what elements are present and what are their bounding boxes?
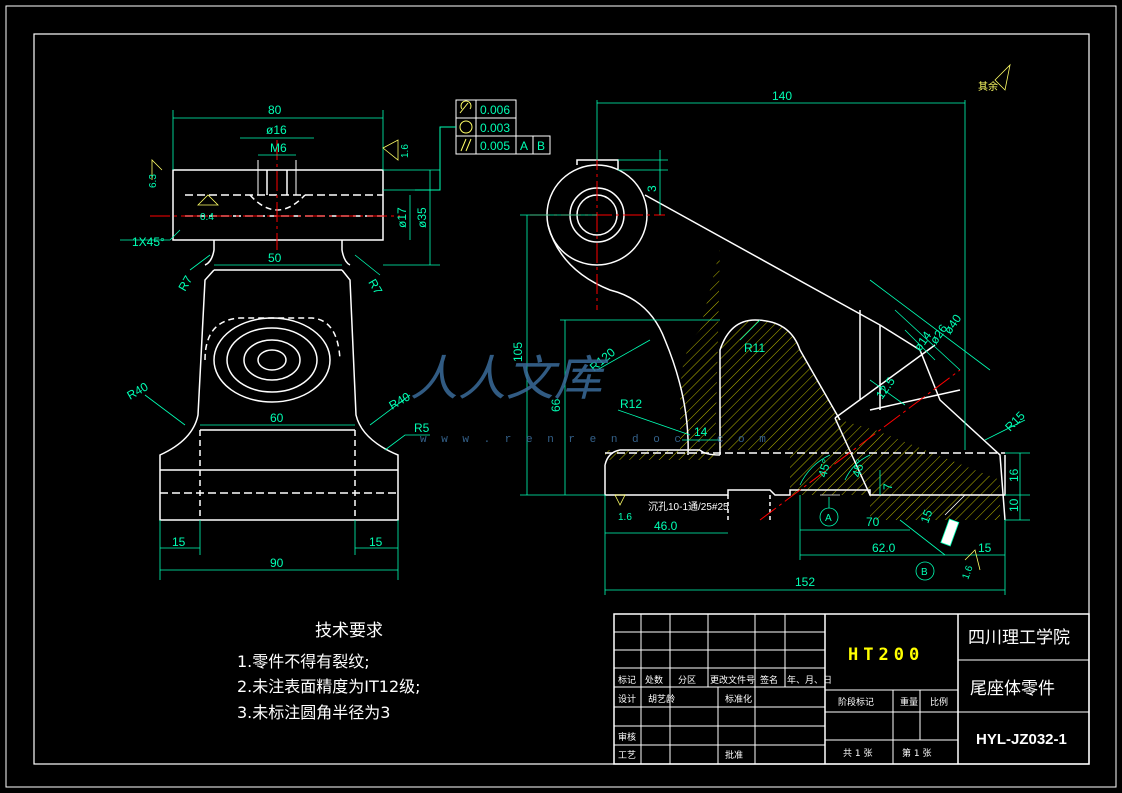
weight-label: 重量 xyxy=(900,696,918,708)
tol-value-3: 0.005 xyxy=(480,139,510,153)
dim-r7-right: R7 xyxy=(365,277,385,298)
requirement-1: 1.零件不得有裂纹; xyxy=(237,652,370,671)
roughness-6-3: 6.3 xyxy=(148,174,159,188)
front-dimension-lines xyxy=(120,110,440,580)
header-mark: 标记 xyxy=(618,674,636,686)
dim-62: 62.0 xyxy=(872,541,896,555)
front-view xyxy=(159,160,399,521)
dim-15-side: 15 xyxy=(978,541,992,555)
header-change-doc: 更改文件号 xyxy=(710,674,755,686)
roundness-icon xyxy=(459,120,473,134)
title-block-texts: HT200 四川理工学院 尾座体零件 HYL-JZ032-1 标记 处数 分区 … xyxy=(618,628,1070,761)
dim-14: 14 xyxy=(694,425,708,439)
dim-15-angled: 15 xyxy=(918,507,936,525)
datum-a-label: A xyxy=(825,513,832,524)
dim-152: 152 xyxy=(795,575,815,589)
dim-70: 70 xyxy=(866,515,880,529)
scale-label: 比例 xyxy=(930,696,948,708)
tol-value-1: 0.006 xyxy=(480,103,510,117)
dim-r7-left: R7 xyxy=(175,273,195,294)
dim-3: 3 xyxy=(645,185,659,192)
tol-datum-b: B xyxy=(537,139,545,153)
dim-105: 105 xyxy=(511,342,525,362)
roughness-1-6-front: 1.6 xyxy=(400,144,411,158)
roughness-1-6-bottom: 1.6 xyxy=(618,512,632,523)
tolerance-frame xyxy=(415,99,551,191)
dim-chamfer: 1X45° xyxy=(132,235,165,249)
datum-b-icon xyxy=(915,561,935,581)
parallelism-icon xyxy=(460,138,472,152)
dim-16: 16 xyxy=(1007,468,1021,482)
designer-name: 胡艺龄 xyxy=(648,693,675,705)
part-name: 尾座体零件 xyxy=(970,679,1055,699)
header-sign: 签名 xyxy=(760,674,778,686)
dim-15-right: 15 xyxy=(369,535,383,549)
roughness-0-4: 0.4 xyxy=(200,212,214,223)
header-zone: 分区 xyxy=(678,675,696,686)
dim-10: 10 xyxy=(1007,498,1021,512)
dim-66: 66 xyxy=(549,398,563,412)
datum-b-label: B xyxy=(921,567,928,578)
dim-140: 140 xyxy=(772,89,792,103)
dim-60: 60 xyxy=(270,411,284,425)
technical-requirements: 技术要求 1.零件不得有裂纹; 2.未注表面精度为IT12级; 3.未标注圆角半… xyxy=(237,621,421,722)
watermark-url: w w w . r e n r e n d o c . c o m xyxy=(420,434,770,446)
requirement-2: 2.未注表面精度为IT12级; xyxy=(237,677,421,696)
tol-value-2: 0.003 xyxy=(480,121,510,135)
drawing-number: HYL-JZ032-1 xyxy=(976,731,1067,748)
requirement-3: 3.未标注圆角半径为3 xyxy=(237,703,390,722)
header-count: 处数 xyxy=(645,674,663,686)
sheet-number: 第 1 张 xyxy=(902,747,931,759)
dim-r5: R5 xyxy=(414,421,430,435)
title-block xyxy=(613,613,1090,765)
inner-border xyxy=(33,33,1090,765)
sheets-total: 共 1 张 xyxy=(843,748,872,759)
watermark-logo: 人人文库 xyxy=(410,351,609,407)
outer-border xyxy=(5,5,1117,788)
front-center-lines xyxy=(150,140,400,250)
header-date: 年、月、日 xyxy=(787,674,832,686)
dim-7: 7 xyxy=(881,483,895,490)
dim-15-left: 15 xyxy=(172,535,186,549)
dim-90: 90 xyxy=(270,556,284,570)
dim-r11: R11 xyxy=(744,341,765,355)
counterbore-note: 沉孔10-1通/25#25 xyxy=(648,500,729,513)
school-name: 四川理工学院 xyxy=(968,628,1070,648)
std-label: 标准化 xyxy=(725,693,752,705)
row-design: 设计 xyxy=(618,693,636,705)
material-label: HT200 xyxy=(848,645,924,665)
row-process: 工艺 xyxy=(618,750,636,761)
tol-datum-a: A xyxy=(520,139,528,153)
roughness-1-6-side: 1.6 xyxy=(960,564,975,581)
dim-45-a: 45° xyxy=(815,457,833,478)
dim-80: 80 xyxy=(268,103,282,117)
approve-label: 批准 xyxy=(725,749,743,761)
stage-label: 阶段标记 xyxy=(838,696,874,708)
dim-45-b: 45° xyxy=(849,457,867,478)
cylindricity-icon xyxy=(459,100,472,114)
dim-46: 46.0 xyxy=(654,519,678,533)
dim-50: 50 xyxy=(268,251,282,265)
dim-dia16: ø16 xyxy=(266,123,287,137)
side-view xyxy=(520,63,1030,595)
requirements-title: 技术要求 xyxy=(315,621,383,641)
dim-r12: R12 xyxy=(620,397,642,411)
dimension-texts: 80 ø16 M6 50 60 90 15 15 ø17 ø35 1X45° R… xyxy=(125,80,1028,589)
dim-dia35: ø35 xyxy=(415,207,429,228)
dim-r40-right: R40 xyxy=(387,389,413,412)
dim-r15: R15 xyxy=(1002,408,1028,434)
dim-r40-left: R40 xyxy=(125,379,151,402)
dim-m6: M6 xyxy=(270,141,287,155)
row-review: 审核 xyxy=(618,731,636,743)
dim-dia17: ø17 xyxy=(395,207,409,228)
rest-roughness-note: 其余 xyxy=(978,80,998,93)
